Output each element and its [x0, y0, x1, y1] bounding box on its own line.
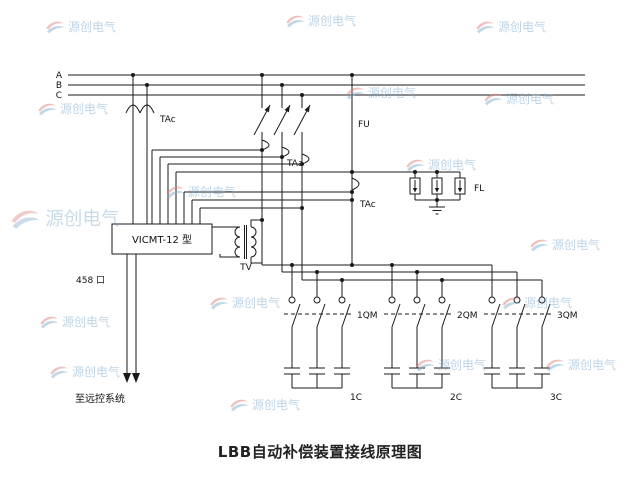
switch-2qm-label: 2QM	[457, 311, 478, 321]
tac-mid-label: TAc	[359, 200, 376, 210]
switch-contact-icon	[413, 296, 421, 304]
fuse-arrow-icon	[304, 105, 310, 113]
arrester-arrow-icon	[412, 188, 418, 193]
controller-box: VICMT-12 型 458 口	[76, 223, 213, 286]
bank3-wires	[484, 265, 551, 389]
phase-c-label: C	[56, 91, 62, 101]
switch-3qm-label: 3QM	[557, 311, 578, 321]
distribution-lines	[262, 264, 542, 281]
arrester-arrow-stems	[414, 180, 461, 188]
phase-a-label: A	[56, 71, 63, 81]
junction-dots	[131, 73, 444, 282]
remote-control-output: 至远控系统	[75, 254, 140, 405]
capacitor-3c-label: 3C	[550, 393, 562, 403]
ct-left-wires	[132, 75, 148, 224]
switch-contact-icon	[538, 296, 546, 304]
current-transformer-tac-mid: TAc	[351, 177, 376, 210]
tv-coil-icon	[212, 219, 262, 264]
capacitor-bank-3: 3QM 3C	[484, 265, 578, 403]
capacitor-bank-2: 2QM 2C	[384, 265, 478, 403]
down-arrow-icon	[132, 373, 140, 383]
port-label: 458 口	[76, 276, 105, 286]
switch-contact-icon	[513, 296, 521, 304]
fl-label: FL	[474, 184, 484, 194]
switch-contact-icon	[288, 296, 296, 304]
switch-contact-icon	[338, 296, 346, 304]
arrester-group-fl: FL	[409, 172, 484, 215]
fuse-blade-icon	[253, 104, 311, 136]
arrester-arrow-icon	[457, 188, 463, 193]
fuse-arrow-icon	[264, 105, 270, 113]
switch-contact-icon	[388, 296, 396, 304]
remote-wires	[126, 254, 137, 374]
fuse-arrow-icon	[284, 105, 290, 113]
ct-left-coil-icon	[125, 104, 155, 114]
diagram-title: LBB自动补偿装置接线原理图	[217, 443, 423, 461]
bank1-wires	[284, 265, 351, 389]
tac-left-label: TAc	[159, 115, 176, 125]
switch-contact-icon	[313, 296, 321, 304]
fuse-group-fu: FU	[253, 75, 370, 280]
taa-coil-icon	[261, 139, 310, 165]
tv-label: TV	[239, 263, 252, 273]
down-arrow-icon	[123, 373, 131, 383]
capacitor-1c-label: 1C	[350, 393, 362, 403]
phase-labels: A B C	[56, 71, 63, 101]
phase-drop-wires	[261, 75, 353, 280]
capacitor-bank-1: 1QM 1C	[284, 265, 378, 403]
arrester-arrow-icon	[434, 188, 440, 193]
bank2-wires	[384, 265, 451, 389]
current-transformer-tac-left: TAc	[125, 75, 176, 224]
tac-mid-coil-icon	[351, 177, 360, 191]
controller-outline	[111, 223, 213, 255]
switch-contact-icon	[438, 296, 446, 304]
remote-system-label: 至远控系统	[75, 392, 125, 405]
fu-label: FU	[358, 120, 370, 130]
switch-contact-icon	[488, 296, 496, 304]
controller-label: VICMT-12 型	[132, 233, 192, 246]
voltage-transformer-tv: TV	[212, 219, 262, 273]
capacitor-2c-label: 2C	[450, 393, 462, 403]
phase-b-label: B	[56, 81, 62, 91]
switch-1qm-label: 1QM	[357, 311, 378, 321]
distribution-wires	[262, 264, 542, 281]
